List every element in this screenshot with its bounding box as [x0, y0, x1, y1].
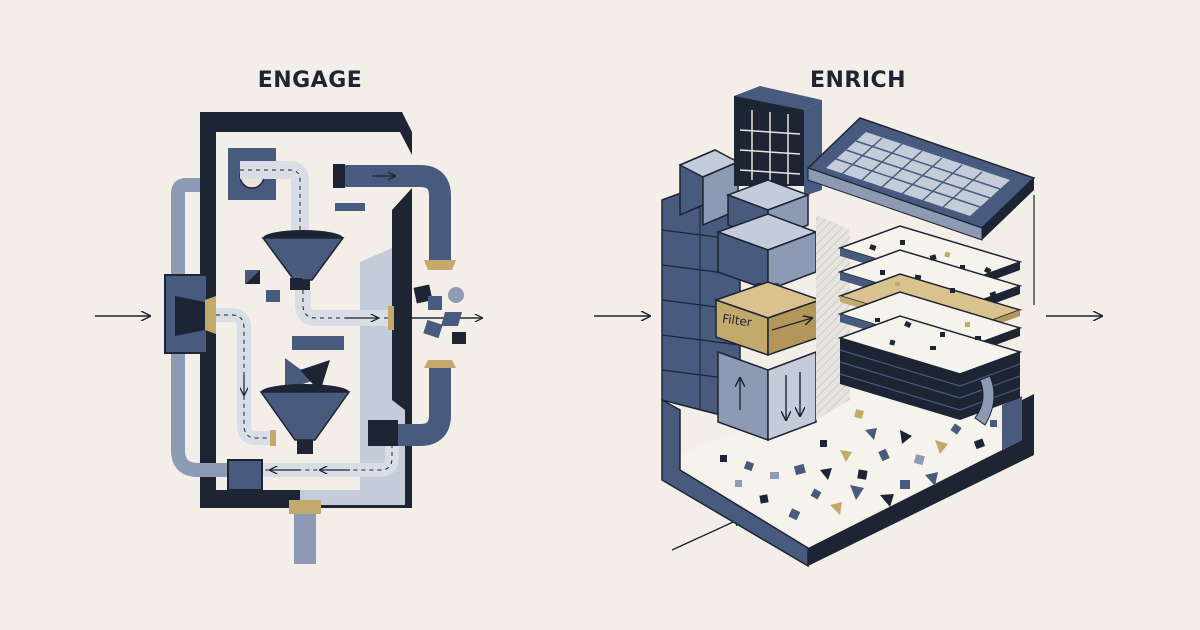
engage-output-shape-3 — [423, 319, 443, 339]
engage-top-pipe-gold — [424, 260, 456, 270]
engage-shape-sq-1 — [266, 290, 280, 302]
engage-intake-nozzle — [175, 296, 205, 336]
enrich-base-inner-wall — [1002, 396, 1022, 450]
enrich-chute — [974, 375, 995, 426]
engage-funnel-1-spout — [296, 280, 310, 290]
enrich-diagram: Filter — [594, 86, 1102, 568]
engage-junction-box — [227, 459, 263, 491]
engage-return-box — [368, 420, 398, 446]
enrich-grid-tower-top — [734, 86, 822, 110]
engage-output-shape-4 — [441, 312, 462, 326]
enrich-filter-label: Filter — [721, 312, 752, 330]
engage-funnel-2-spout — [297, 440, 313, 454]
enrich-lower-block — [717, 350, 769, 442]
enrich-title: ENRICH — [809, 68, 907, 93]
engage-top-pipe-cap — [333, 164, 345, 188]
engage-title: ENGAGE — [257, 68, 363, 93]
engage-bar — [335, 203, 365, 211]
enrich-particles — [720, 409, 997, 521]
engage-shape-sq-2 — [290, 278, 302, 290]
engage-intake-gold — [205, 296, 216, 334]
engage-output-circle — [448, 287, 464, 303]
engage-funnel-2-shapes — [285, 358, 315, 390]
engage-output-shape-5 — [452, 332, 466, 344]
engage-output-shape-1 — [413, 284, 433, 304]
engage-mid-gold — [388, 306, 394, 330]
engage-output-shape-2 — [428, 296, 442, 310]
enrich-bottom-arrow — [671, 518, 742, 551]
engage-drain-pipe — [294, 514, 316, 564]
engage-funnel-2 — [259, 391, 351, 441]
enrich-filter-layers — [837, 225, 1023, 420]
engage-right-return-pipe — [380, 368, 451, 446]
engage-diagram — [95, 112, 482, 564]
engage-middle-bar — [292, 336, 344, 350]
engage-top-pipe — [340, 165, 451, 262]
engage-drain-flange — [289, 500, 321, 514]
engage-right-return-gold — [424, 360, 456, 368]
enrich-base-right-wall — [808, 394, 1034, 566]
engage-funnel-1 — [261, 237, 345, 281]
